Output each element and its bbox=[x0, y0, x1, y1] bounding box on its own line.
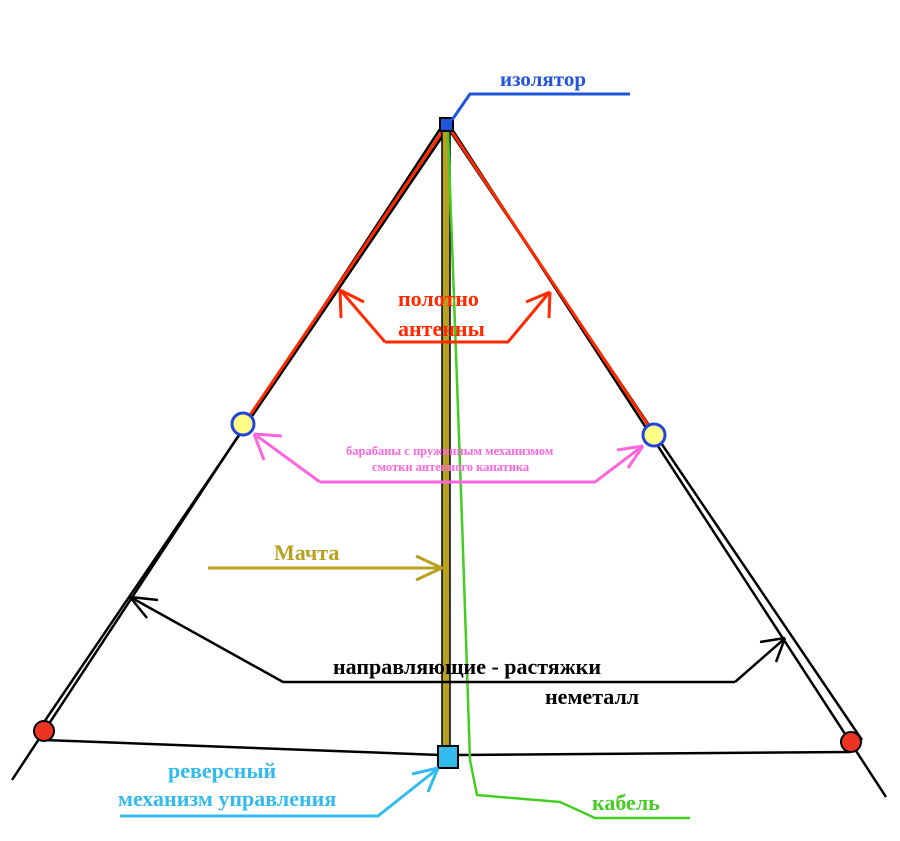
antenna-wires bbox=[242, 125, 656, 435]
antenna-label-line1: полотно bbox=[398, 286, 479, 311]
antenna-wire-left bbox=[242, 125, 448, 425]
guides-arrows bbox=[129, 595, 787, 684]
bottom-rope-left bbox=[43, 738, 441, 757]
antenna-label-line2: антенны bbox=[398, 316, 485, 341]
reverse-label-line2: механизм управления bbox=[118, 786, 336, 811]
insulator-label: изолятор bbox=[500, 67, 586, 91]
bottom-rope-right bbox=[455, 750, 851, 757]
drums-label-arrows bbox=[252, 432, 645, 484]
guides-label-line1: направляющие - растяжки bbox=[333, 654, 601, 679]
drums-label-line1: барабаны с пружинным механизмом bbox=[346, 444, 554, 458]
anchor-right bbox=[840, 731, 862, 753]
cable-line bbox=[446, 131, 690, 820]
reverse-mechanism-block bbox=[437, 745, 459, 769]
reverse-label-line1: реверсный bbox=[168, 758, 276, 783]
antenna-label-arrows bbox=[338, 288, 552, 344]
drum-left bbox=[230, 411, 256, 437]
insulator-block bbox=[439, 117, 454, 132]
mast-label: Мачта bbox=[274, 540, 339, 565]
drum-right bbox=[641, 422, 667, 448]
anchor-left bbox=[33, 720, 55, 742]
guides-label-line2: неметалл bbox=[545, 684, 639, 709]
cable-label: кабель bbox=[592, 790, 660, 815]
reverse-arrow bbox=[120, 766, 440, 818]
mast-arrow bbox=[208, 554, 446, 582]
insulator-pointer bbox=[450, 92, 630, 121]
antenna-wire-right bbox=[446, 125, 656, 435]
drums-label-line2: смотки антенного канатика bbox=[372, 460, 530, 474]
